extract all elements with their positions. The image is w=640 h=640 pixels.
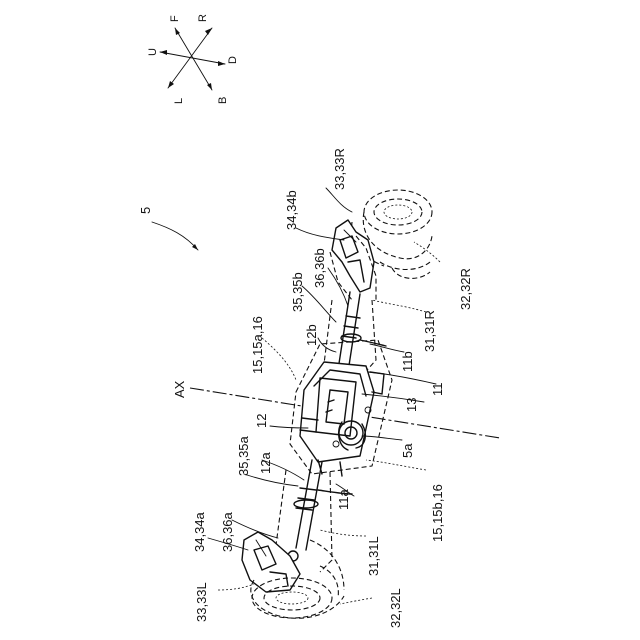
label-36-36a: 36,36a (220, 511, 235, 552)
direction-compass: F R U D L B (147, 14, 239, 104)
direction-label-l: L (173, 98, 185, 104)
label-33-33l: 33,33L (194, 582, 209, 622)
direction-label-r: R (197, 14, 209, 22)
left-knuckle (242, 532, 300, 592)
label-11a: 11a (336, 489, 351, 510)
label-36-36b: 36,36b (312, 248, 327, 288)
label-32-32r: 32,32R (458, 268, 473, 310)
label-12a: 12a (258, 452, 273, 474)
label-32-32l: 32,32L (388, 588, 403, 628)
label-31-31r: 31,31R (422, 310, 437, 352)
label-15-15a-16: 15,15a,16 (250, 316, 265, 374)
figure-reference: 5 (138, 207, 198, 250)
differential-case (290, 340, 392, 476)
label-35-35a: 35,35a (236, 435, 251, 476)
label-34-34b: 34,34b (284, 190, 299, 230)
label-35-35b: 35,35b (290, 272, 305, 312)
label-11: 11 (430, 383, 445, 397)
label-13: 13 (404, 398, 419, 412)
label-12: 12 (254, 414, 269, 428)
label-34-34a: 34,34a (192, 511, 207, 552)
label-31-31l: 31,31L (366, 536, 381, 576)
label-5a: 5a (400, 443, 415, 458)
label-11b: 11b (400, 351, 415, 372)
right-knuckle (330, 220, 376, 300)
direction-label-b: B (217, 97, 229, 104)
direction-label-f: F (169, 15, 181, 22)
direction-label-d: D (227, 56, 239, 64)
label-12b: 12b (304, 324, 319, 346)
label-15-15b-16: 15,15b,16 (430, 484, 445, 542)
figure-reference-number: 5 (138, 207, 153, 214)
direction-label-u: U (147, 48, 159, 56)
label-33-33r: 33,33R (332, 148, 347, 190)
axis-label: AX (172, 380, 187, 398)
